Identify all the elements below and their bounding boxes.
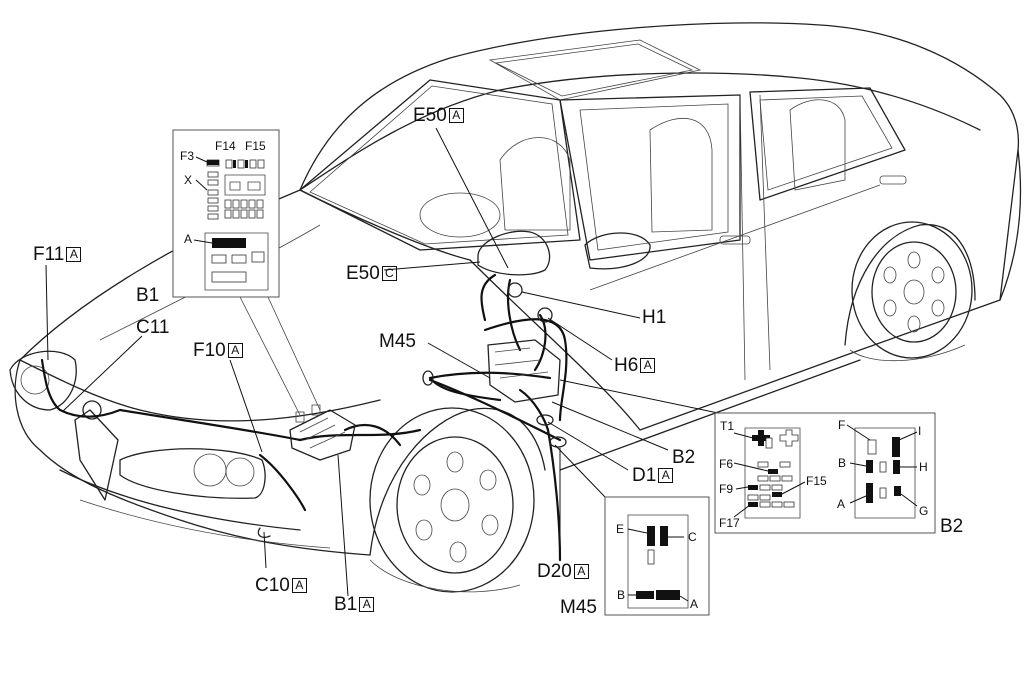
m45-pin-b: B <box>617 588 626 602</box>
m45-inset <box>604 496 710 616</box>
fuse-box-b1 <box>289 404 356 461</box>
fusebox-label-f15: F15 <box>245 139 266 153</box>
connector-d20 <box>549 436 567 448</box>
fusebox-label-f3: F3 <box>180 149 195 163</box>
label-b2: B2 <box>672 447 696 468</box>
b2-pin-h: H <box>919 460 928 474</box>
b2-pin-b: B <box>838 456 847 470</box>
fusebox-label-f14: F14 <box>215 139 236 153</box>
relay-label-f17: F17 <box>719 516 740 530</box>
grommet <box>422 370 434 386</box>
fusebox-label-x: X <box>184 173 193 187</box>
b2-pin-g: G <box>919 504 929 518</box>
leader-lines <box>45 127 719 597</box>
m45-inset-title: M45 <box>560 597 597 618</box>
fusebox-inset <box>172 129 280 298</box>
car-outline <box>9 22 1022 593</box>
b2-pin-i: I <box>918 424 922 438</box>
relay-inset <box>714 412 936 534</box>
connector-h1 <box>507 282 523 298</box>
relay-label-f6: F6 <box>719 457 734 471</box>
roof-console-e50 <box>477 230 551 276</box>
b2-pin-f: F <box>838 418 846 432</box>
fusebox-label-a: A <box>184 232 193 246</box>
label-b1: B1 <box>136 285 160 306</box>
relay-block-b2 <box>487 339 561 403</box>
label-h1: H1 <box>642 307 667 328</box>
b2-pin-a: A <box>837 497 846 511</box>
m45-pin-c: C <box>688 530 697 544</box>
connector-d1 <box>536 414 554 426</box>
relay-label-t1: T1 <box>720 419 735 433</box>
connector-h6 <box>537 307 553 323</box>
label-m45: M45 <box>379 331 416 352</box>
label-c11: C11 <box>136 317 170 338</box>
m45-pin-a: A <box>690 597 699 611</box>
relay-label-f15: F15 <box>806 474 827 488</box>
sensor-c10 <box>257 527 271 539</box>
m45-pin-e: E <box>616 522 625 536</box>
b2-inset-title: B2 <box>940 516 964 537</box>
relay-label-f9: F9 <box>719 482 734 496</box>
